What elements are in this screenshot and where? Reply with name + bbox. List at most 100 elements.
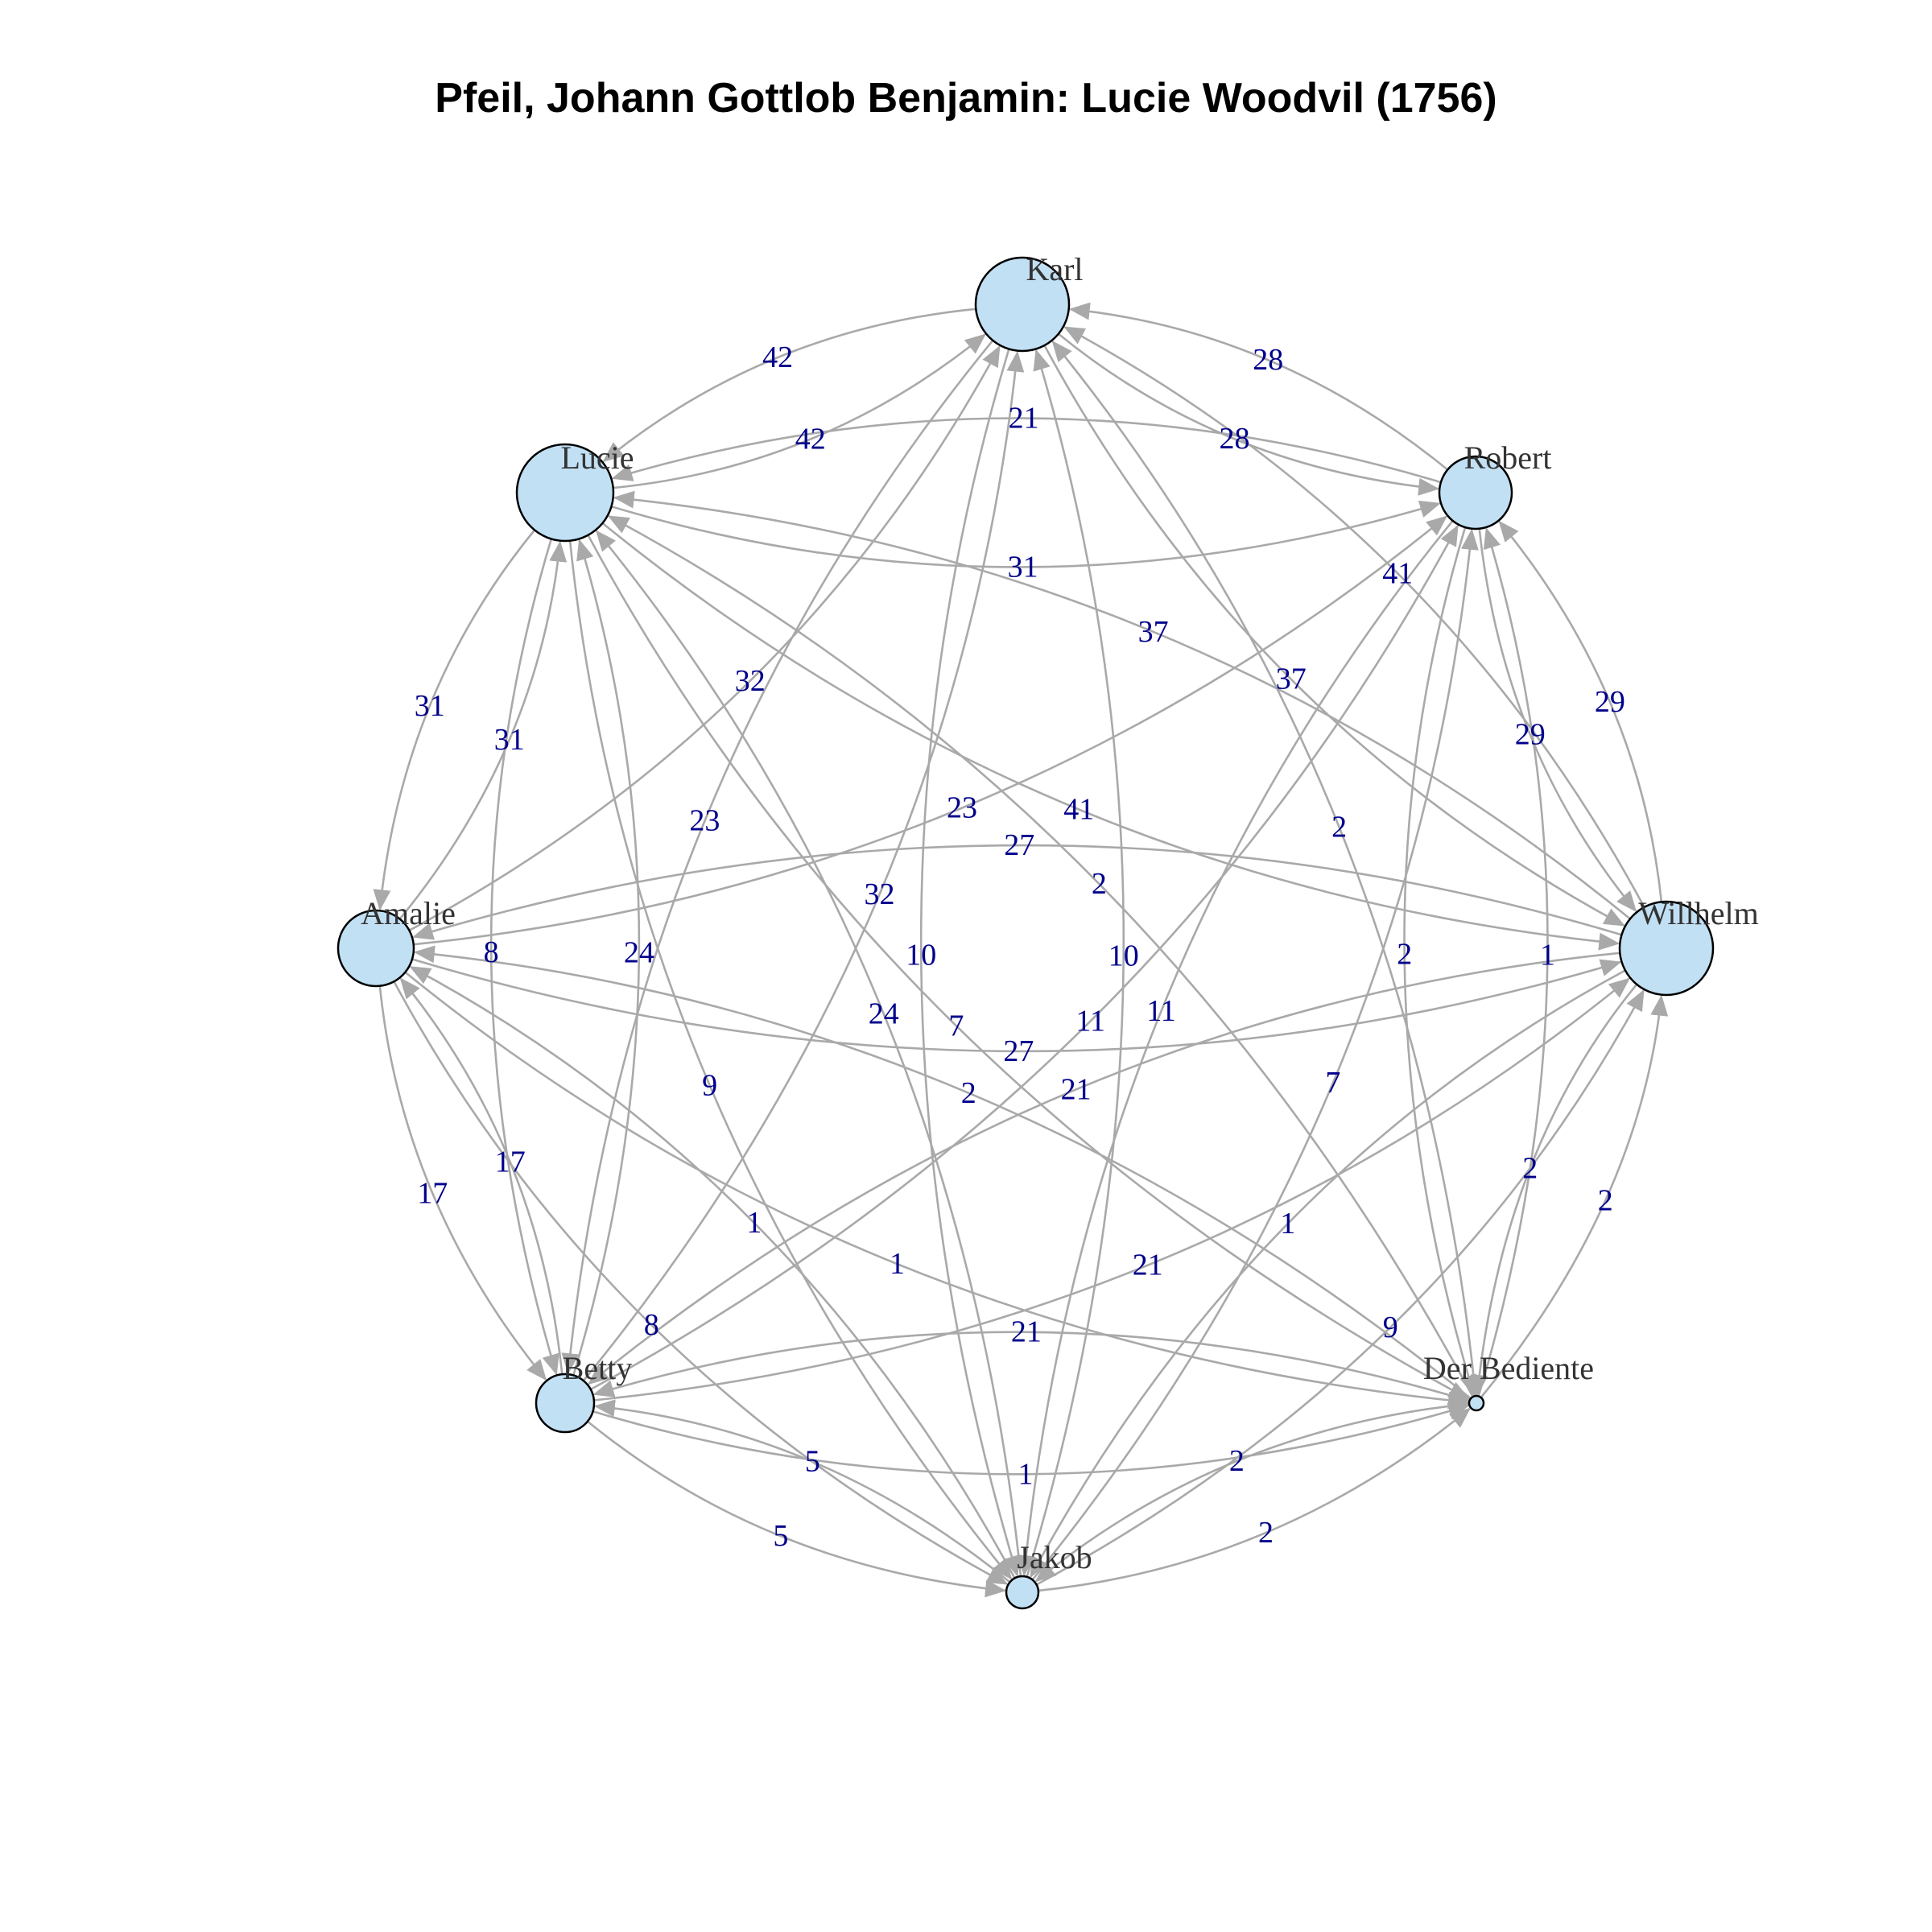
- edge-label-lucie-to-robert: 31: [1008, 551, 1038, 584]
- node-label-betty: Betty: [563, 1350, 633, 1386]
- edge-label-robert-to-willhelm: 29: [1515, 717, 1546, 751]
- edge-label-lucie-to-jakob: 9: [702, 1068, 717, 1102]
- edge-label-lucie-to-bediente: 7: [948, 1009, 964, 1042]
- edge-lucie-to-willhelm: [601, 522, 1620, 951]
- edge-label-bediente-to-amalie: 2: [961, 1076, 976, 1110]
- edge-jakob-to-amalie: [409, 966, 1016, 1579]
- edge-label-bediente-to-lucie: 2: [1092, 867, 1107, 901]
- edge-label-amalie-to-bediente: 1: [890, 1247, 905, 1281]
- edge-label-karl-to-jakob: 10: [906, 939, 936, 972]
- edge-robert-to-bediente: [1403, 526, 1477, 1397]
- edge-amalie-to-karl: [408, 345, 1001, 931]
- edge-amalie-to-jakob: [393, 980, 1009, 1585]
- edge-lucie-to-bediente: [587, 535, 1471, 1400]
- node-willhelm: [1618, 900, 1715, 997]
- edge-label-bediente-to-willhelm: 2: [1598, 1183, 1613, 1217]
- edge-label-karl-to-robert: 28: [1220, 422, 1250, 456]
- edge-label-lucie-to-karl: 42: [795, 423, 826, 456]
- edge-bediente-to-willhelm: [1480, 994, 1669, 1398]
- edge-amalie-to-bediente: [404, 971, 1470, 1410]
- edge-bediente-to-robert: [1477, 527, 1549, 1397]
- edge-willhelm-to-lucie: [613, 490, 1631, 920]
- edge-jakob-to-karl: [1026, 349, 1125, 1578]
- edge-label-robert-to-jakob: 11: [1146, 994, 1176, 1028]
- edge-bediente-to-karl: [1051, 340, 1477, 1397]
- edge-label-betty-to-bediente: 1: [1018, 1457, 1034, 1491]
- edge-label-betty-to-willhelm: 21: [1133, 1249, 1163, 1282]
- edge-label-karl-to-lucie: 42: [762, 341, 793, 374]
- edge-label-betty-to-robert: 11: [1075, 1004, 1105, 1038]
- node-karl: [974, 256, 1071, 353]
- edge-label-willhelm-to-karl: 41: [1382, 556, 1413, 590]
- edge-label-amalie-to-betty: 17: [417, 1177, 448, 1211]
- edge-label-willhelm-to-lucie: 37: [1138, 615, 1169, 649]
- edge-betty-to-bediente: [592, 1402, 1470, 1476]
- edge-label-bediente-to-karl: 2: [1331, 811, 1347, 844]
- edge-label-bediente-to-robert: 1: [1540, 939, 1555, 972]
- edge-bediente-to-lucie: [607, 515, 1474, 1397]
- edge-label-karl-to-willhelm: 37: [1276, 663, 1307, 696]
- edge-amalie-to-robert: [413, 515, 1448, 946]
- edge-label-betty-to-karl: 32: [865, 877, 895, 911]
- edge-label-betty-to-jakob: 5: [773, 1519, 788, 1553]
- edge-betty-to-karl: [582, 350, 1025, 1381]
- edge-label-lucie-to-willhelm: 41: [1063, 793, 1094, 827]
- edge-jakob-to-bediente: [1038, 1407, 1472, 1592]
- edge-willhelm-to-robert: [1498, 520, 1663, 902]
- edge-label-lucie-to-betty: 8: [484, 935, 499, 969]
- node-label-karl: Karl: [1026, 251, 1083, 287]
- edge-robert-to-karl: [1068, 302, 1449, 471]
- node-amalie: [336, 909, 415, 988]
- edge-jakob-to-betty: [593, 1399, 1011, 1583]
- edge-amalie-to-betty: [378, 985, 547, 1381]
- edge-willhelm-to-amalie: [411, 844, 1622, 940]
- edge-betty-to-willhelm: [593, 977, 1631, 1402]
- edge-betty-to-robert: [590, 524, 1459, 1391]
- edge-robert-to-jakob: [1017, 520, 1454, 1577]
- node-label-robert: Robert: [1464, 440, 1552, 476]
- edge-label-jakob-to-robert: 7: [1325, 1066, 1340, 1100]
- edge-label-betty-to-lucie: 24: [624, 936, 654, 970]
- edge-bediente-to-amalie: [413, 945, 1472, 1400]
- node-label-lucie: Lucie: [560, 440, 634, 476]
- nodes-layer: [336, 256, 1715, 1610]
- edge-lucie-to-amalie: [373, 529, 536, 911]
- edge-label-jakob-to-betty: 5: [805, 1445, 820, 1479]
- edge-betty-to-jakob: [587, 1420, 1007, 1598]
- node-betty: [535, 1373, 596, 1434]
- edge-label-jakob-to-amalie: 1: [746, 1206, 762, 1240]
- edge-label-willhelm-to-robert: 29: [1595, 685, 1625, 719]
- edge-willhelm-to-jakob: [1030, 969, 1626, 1579]
- edge-lucie-to-karl: [613, 333, 986, 489]
- edge-label-amalie-to-karl: 32: [735, 664, 766, 698]
- node-bediente: [1468, 1394, 1485, 1412]
- edge-label-jakob-to-karl: 10: [1108, 939, 1139, 973]
- node-label-willhelm: Willhelm: [1638, 895, 1758, 931]
- edge-label-willhelm-to-jakob: 1: [1280, 1207, 1295, 1241]
- edge-willhelm-to-betty: [587, 952, 1620, 1385]
- edge-label-willhelm-to-bediente: 2: [1522, 1151, 1538, 1185]
- node-robert: [1438, 455, 1513, 530]
- edge-karl-to-robert: [1058, 332, 1440, 496]
- chart-title: Pfeil, Johann Gottlob Benjamin: Lucie Wo…: [435, 75, 1497, 122]
- edge-label-robert-to-karl: 28: [1253, 343, 1283, 377]
- edge-label-amalie-to-lucie: 31: [494, 723, 525, 757]
- edge-robert-to-willhelm: [1478, 528, 1637, 913]
- edge-label-amalie-to-jakob: 8: [644, 1308, 659, 1342]
- edge-labels-layer: 4242282831213231312337372929414124322727…: [415, 341, 1625, 1553]
- edge-label-willhelm-to-amalie: 27: [1004, 828, 1034, 862]
- edge-karl-to-jakob: [919, 349, 1021, 1577]
- edge-label-amalie-to-robert: 23: [947, 791, 977, 825]
- edge-label-amalie-to-willhelm: 27: [1003, 1034, 1034, 1068]
- edges-layer: [373, 302, 1669, 1598]
- edge-label-jakob-to-lucie: 24: [869, 997, 899, 1030]
- edge-label-jakob-to-willhelm: 9: [1383, 1311, 1398, 1344]
- edge-karl-to-willhelm: [1043, 345, 1625, 927]
- edge-betty-to-lucie: [572, 539, 641, 1376]
- edge-karl-to-betty: [561, 340, 994, 1375]
- edge-karl-to-lucie: [602, 308, 976, 463]
- edge-label-willhelm-to-betty: 21: [1061, 1072, 1092, 1106]
- edge-label-bediente-to-jakob: 2: [1229, 1444, 1245, 1478]
- edge-label-lucie-to-amalie: 31: [415, 689, 445, 723]
- node-label-amalie: Amalie: [361, 895, 456, 931]
